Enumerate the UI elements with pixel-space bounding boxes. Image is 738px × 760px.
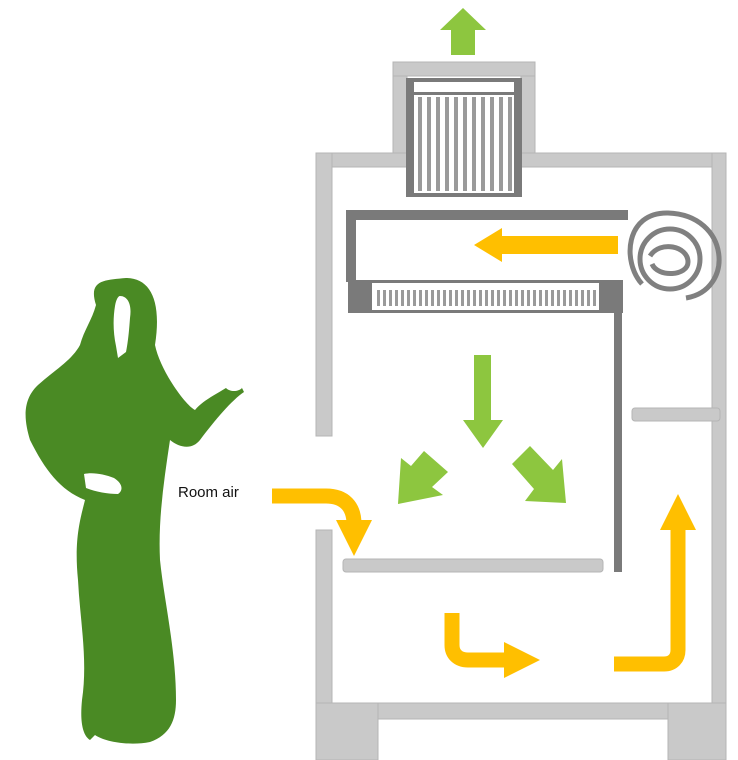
lower-airflow-arrow <box>444 613 541 679</box>
room-air-label: Room air <box>178 484 239 501</box>
rear-riser-airflow-arrow <box>614 493 697 672</box>
room-air-inflow-arrow <box>272 488 373 557</box>
exhaust-hepa-filter <box>406 78 522 197</box>
cabinet-frame <box>315 61 727 760</box>
internal-plenum <box>346 210 628 572</box>
side-ledge <box>631 407 721 422</box>
work-surface <box>342 558 604 573</box>
blower-fan-icon <box>627 210 722 301</box>
person-silhouette-icon <box>25 278 250 744</box>
supply-hepa-filter <box>348 280 623 313</box>
exhaust-arrow-icon <box>440 8 486 55</box>
downflow-arrows <box>398 355 566 504</box>
plenum-airflow-arrow-icon <box>474 228 618 262</box>
